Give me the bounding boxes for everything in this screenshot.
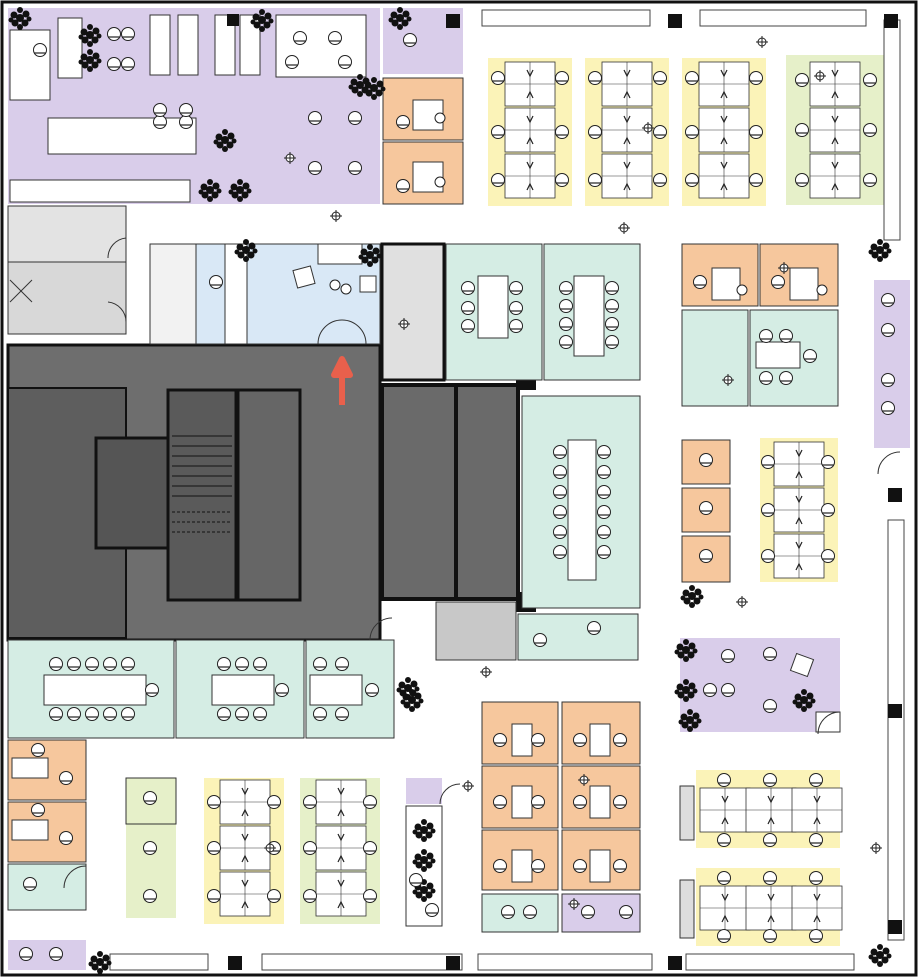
offices-east xyxy=(681,239,910,583)
lounge-east xyxy=(674,585,841,733)
perimeter-benches xyxy=(109,9,905,971)
door-swing-icon xyxy=(63,237,901,889)
stair-icon xyxy=(172,435,232,533)
reception xyxy=(149,239,446,382)
meeting-rooms-south xyxy=(7,639,424,739)
workstations-north xyxy=(488,55,886,206)
meeting-rooms xyxy=(445,243,641,661)
lounge-north xyxy=(8,7,463,204)
workstations-south xyxy=(125,665,493,927)
offices-south xyxy=(481,701,641,933)
workstations-southeast xyxy=(679,770,892,967)
building-core xyxy=(6,205,520,661)
entrance-arrow-icon xyxy=(331,356,353,405)
lounge-southwest xyxy=(7,739,87,970)
offices-north xyxy=(382,77,464,205)
